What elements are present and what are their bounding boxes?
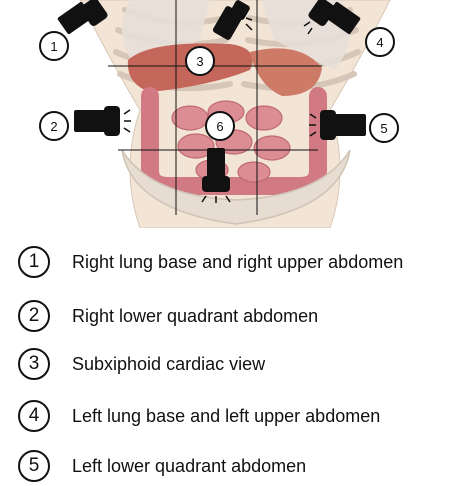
svg-text:5: 5 [380,121,387,136]
probe-2 [74,106,131,136]
legend-label: Left lung base and left upper abdomen [72,405,381,426]
stomach [250,48,322,96]
svg-text:1: 1 [50,39,57,54]
legend-label: Left lower quadrant abdomen [72,455,307,476]
legend-number: 1 [18,246,50,278]
large-intestine [141,87,327,195]
legend-item-1: 1 Right lung base and right upper abdome… [18,242,403,282]
legend-number: 2 [18,300,50,332]
legend-number: 3 [18,348,50,380]
legend-label: Subxiphoid cardiac view [72,353,266,374]
svg-text:6: 6 [216,119,223,134]
legend-item-3: 3 Subxiphoid cardiac view [18,344,265,384]
probe-label-2: 2 [39,111,69,141]
probe-5 [309,110,366,140]
probe-label-1: 1 [39,31,69,61]
pelvis [121,149,351,225]
probe-4 [303,0,361,35]
abdomen-diagram: 1 2 3 4 5 [39,0,399,228]
probe-label-5: 5 [369,113,399,143]
probe-1 [57,0,108,35]
legend-label: Right lung base and right upper abdomen [72,251,404,272]
legend-number: 4 [18,400,50,432]
legend-item-2: 2 Right lower quadrant abdomen [18,296,318,336]
probe-6 [201,148,231,203]
svg-text:2: 2 [50,119,57,134]
svg-text:3: 3 [196,54,203,69]
legend-label: Right lower quadrant abdomen [72,305,319,326]
probe-label-6: 6 [205,111,235,141]
legend-item-4: 4 Left lung base and left upper abdomen [18,396,380,436]
probe-label-3: 3 [185,46,215,76]
legend: 1 Right lung base and right upper abdome… [0,236,474,482]
probe-label-4: 4 [365,27,395,57]
probe-3 [212,0,253,40]
svg-text:4: 4 [376,35,383,50]
legend-number: 5 [18,450,50,482]
legend-item-5: 5 Left lower quadrant abdomen [18,446,306,486]
quadrant-grid [108,0,322,215]
